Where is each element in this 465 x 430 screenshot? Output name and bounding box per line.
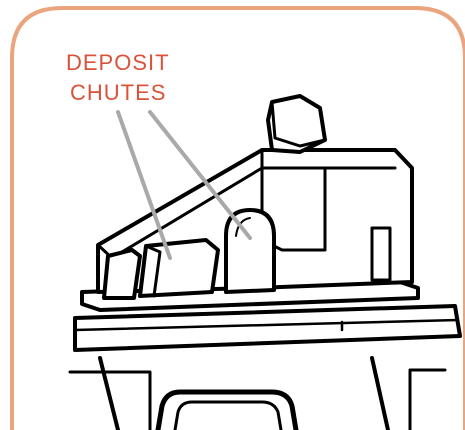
side-slot: [370, 226, 392, 282]
top-knob-face: [270, 100, 327, 148]
callout-label-line2: CHUTES: [70, 80, 166, 105]
right-deposit-chute: [224, 208, 276, 294]
leader-line-left: [116, 110, 172, 260]
frame-border: [10, 6, 465, 430]
side-rail: [68, 368, 447, 430]
left-end-block: [102, 248, 142, 300]
callout-leaders: [116, 110, 252, 260]
machine-illustration: [68, 94, 462, 430]
leader-line-right: [148, 110, 252, 240]
callout-label-line1: DEPOSIT: [66, 50, 170, 75]
lower-door-inner: [173, 400, 283, 430]
left-chute-front: [144, 244, 162, 298]
base-plate-edge: [73, 318, 460, 332]
lower-door-panel: [155, 389, 299, 430]
housing-slope-edge: [96, 166, 397, 260]
top-knob: [266, 94, 327, 154]
base-bottom: [73, 334, 462, 352]
machine-lower-body: [98, 356, 390, 430]
